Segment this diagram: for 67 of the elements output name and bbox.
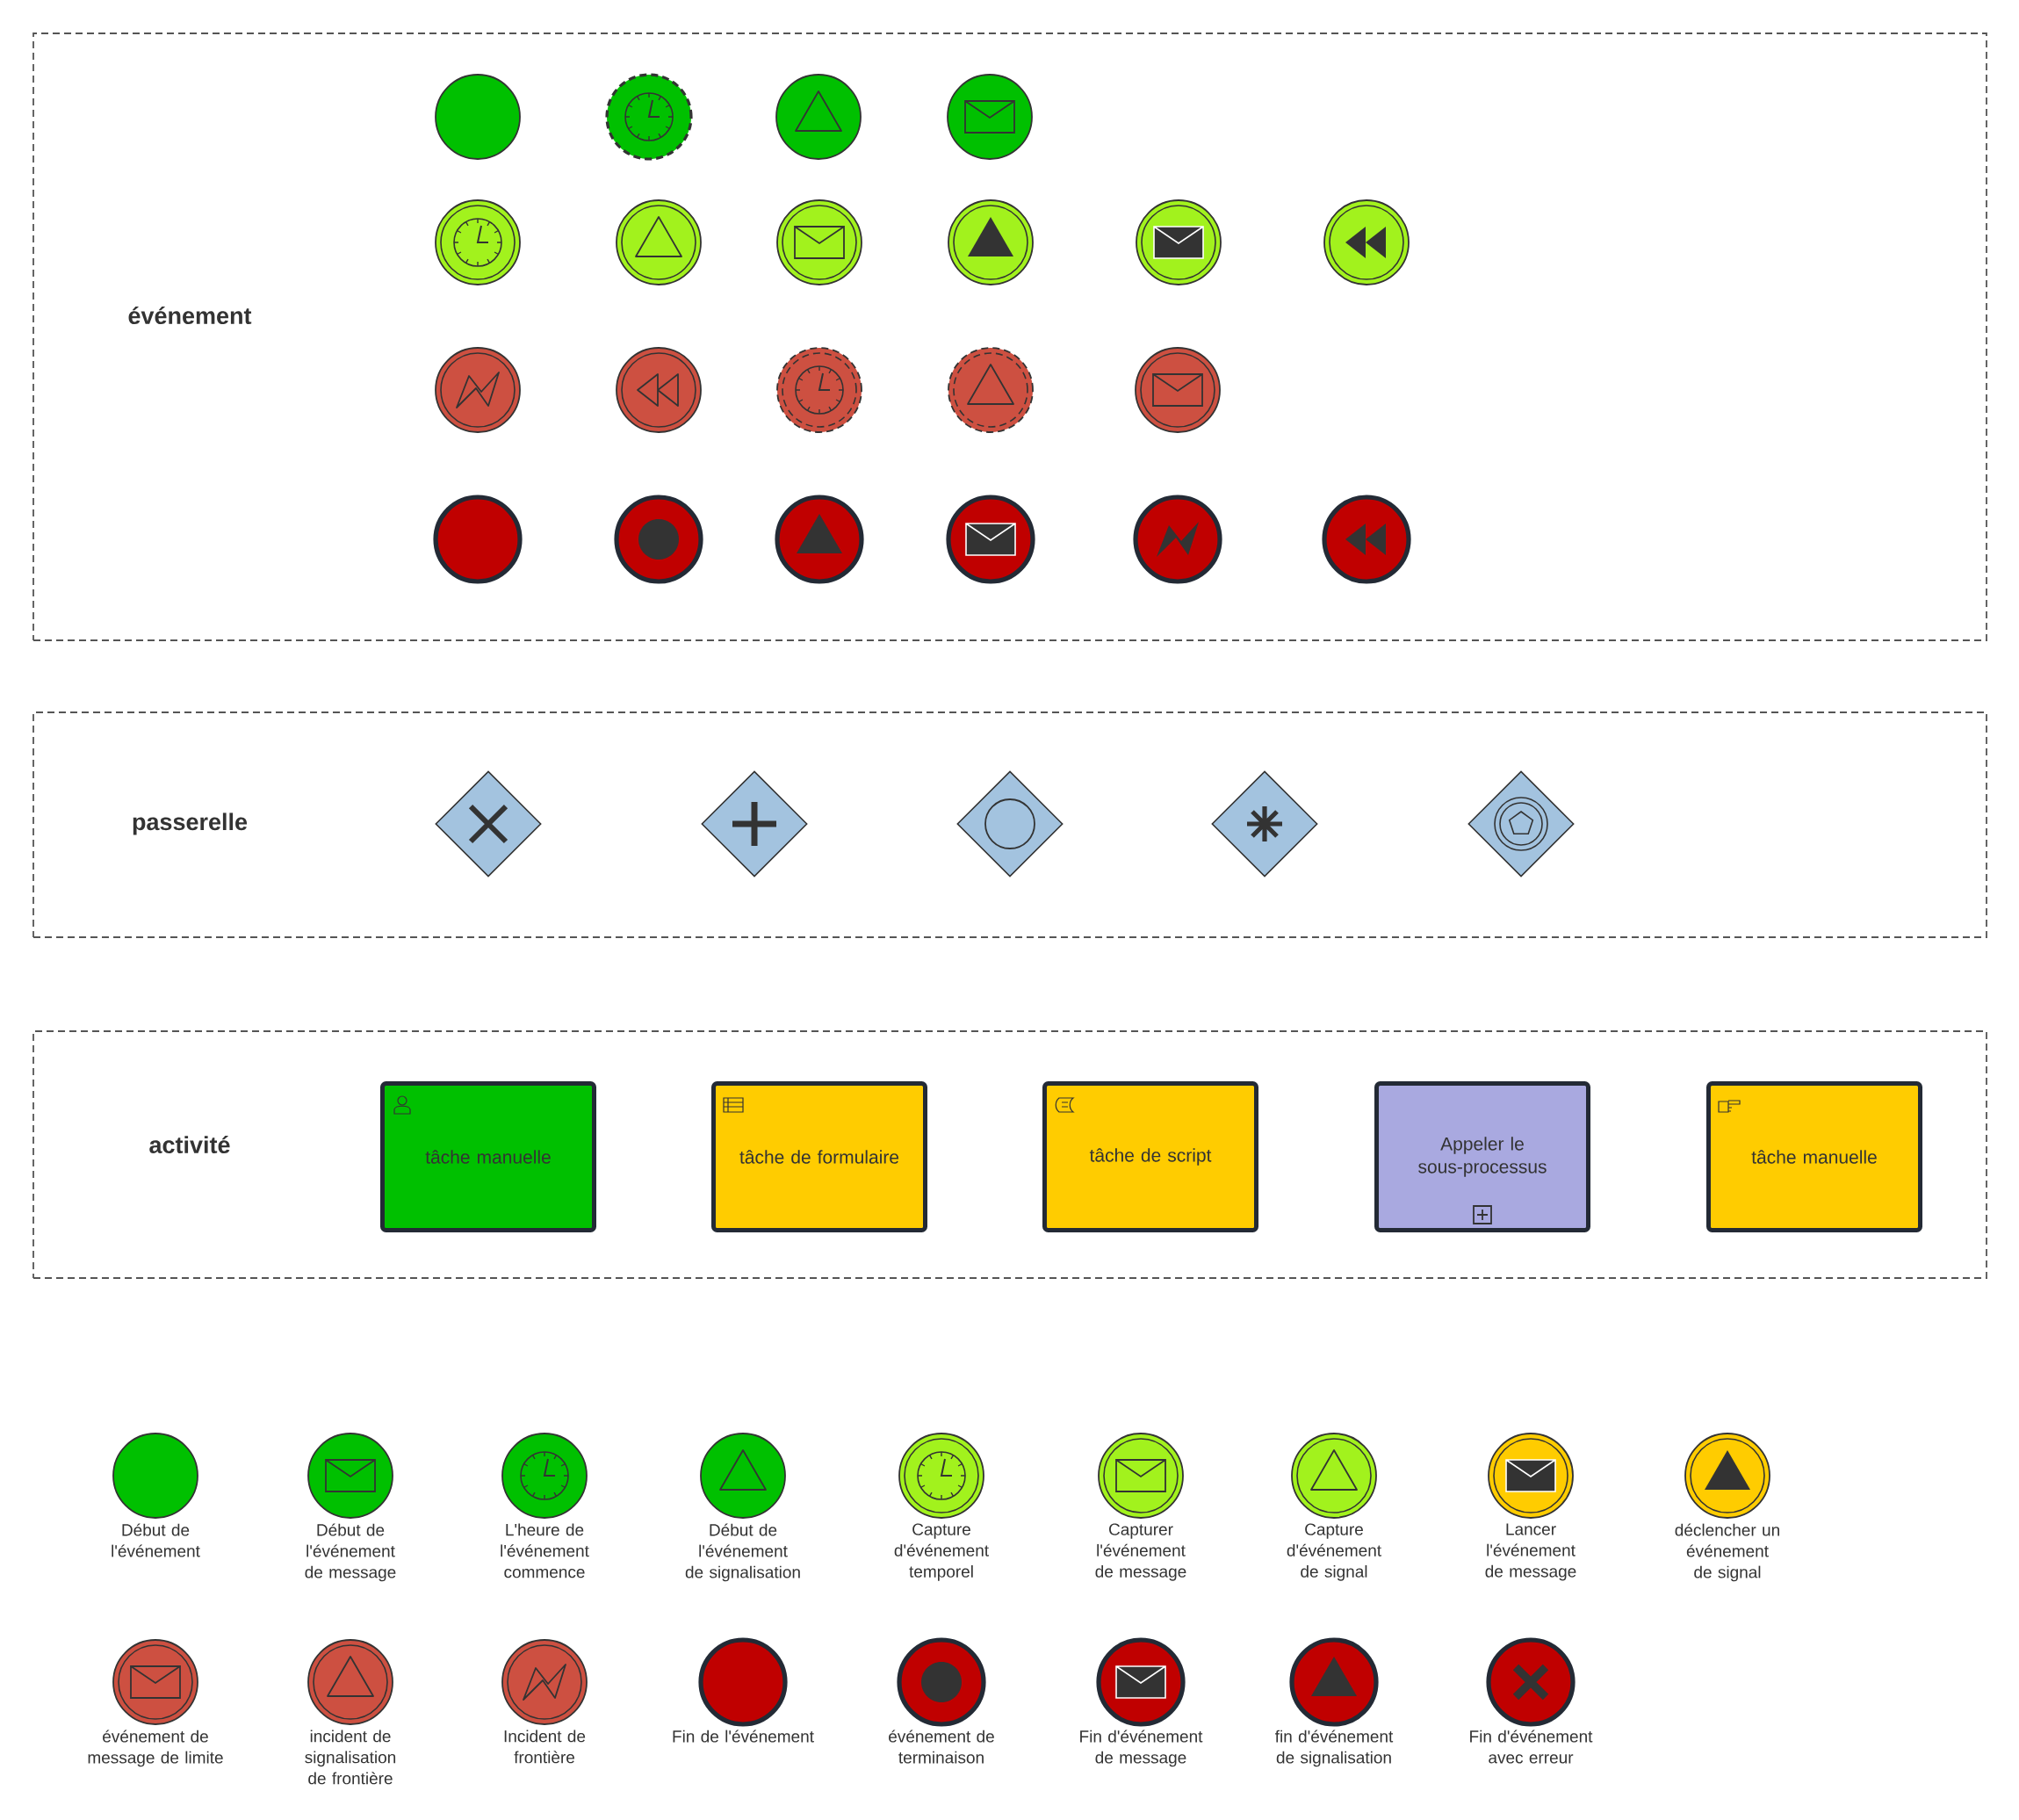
event-caption: Incident de frontière [504,1730,586,1764]
zigzag-event-circle [501,1639,588,1725]
task-box: Appeler le sous-processus [1374,1081,1590,1232]
event-caption: L'heure de l'événement commence [501,1523,589,1578]
asterisk-gateway-diamond [1211,770,1318,878]
dot-event-circle [897,1637,986,1727]
clock-event-circle [435,199,521,285]
zigzag-event-circle [1133,495,1222,584]
event-circle [435,74,521,160]
triangle-event-circle [775,74,862,160]
event-caption: déclencher un événement de signal [1675,1523,1779,1582]
zigzag-event-circle [435,347,521,433]
envelope-event-circle [1136,199,1222,285]
envelope-event-circle [1488,1433,1574,1519]
clock-event-circle [605,73,693,161]
clock-event-circle [776,347,862,433]
event-caption: Début de l'événement de message [305,1523,396,1582]
event-caption: Capture d'événement temporel [894,1523,989,1581]
triangle-event-circle [948,347,1034,433]
event-caption: événement de terminaison [889,1730,994,1764]
envelope-event-circle [1098,1433,1184,1519]
event-caption: événement de message de limite [88,1730,223,1767]
event-circle [698,1637,788,1727]
triangle-event-circle [948,199,1034,285]
task-box: tâche de script [1042,1081,1258,1232]
envelope-event-circle [1135,347,1221,433]
envelope-event-circle [112,1639,198,1725]
section-box: passerelle [32,711,1987,938]
task-box: tâche manuelle [380,1081,596,1232]
triangle-event-circle [1289,1637,1379,1727]
event-circle [112,1433,198,1519]
triangle-event-circle [1684,1433,1770,1519]
rewind-event-circle [616,347,702,433]
clock-event-circle [898,1433,984,1519]
triangle-event-circle [700,1433,786,1519]
cross-gateway-diamond [435,770,542,878]
event-caption: Fin de l'événement [673,1730,814,1743]
event-caption: Fin d'événement avec erreur [1470,1730,1593,1764]
triangle-event-circle [616,199,702,285]
rewind-event-circle [1323,199,1410,285]
plus-gateway-diamond [701,770,808,878]
envelope-event-circle [946,495,1035,584]
circle-gateway-diamond [956,770,1064,878]
event-caption: Capturer l'événement de message [1095,1523,1186,1581]
rewind-event-circle [1322,495,1411,584]
dot-event-circle [614,495,703,584]
event-caption: Début de l'événement [112,1523,200,1557]
event-caption: Fin d'événement de message [1080,1730,1203,1767]
triangle-event-circle [307,1639,393,1725]
task-box: tâche de formulaire [711,1081,927,1232]
task-box: tâche manuelle [1706,1081,1922,1232]
event-caption: Lancer l'événement de message [1485,1523,1576,1581]
event-caption: Capture d'événement de signal [1287,1523,1381,1581]
event-caption: Début de l'événement de signalisation [685,1523,800,1582]
event-circle [433,495,523,584]
envelope-event-circle [307,1433,393,1519]
triangle-event-circle [775,495,864,584]
event-caption: incident de signalisation de frontière [305,1730,396,1785]
envelope-event-circle [776,199,862,285]
triangle-event-circle [1291,1433,1377,1519]
clock-event-circle [501,1433,588,1519]
envelope-event-circle [1096,1637,1186,1727]
envelope-event-circle [947,74,1033,160]
event-caption: fin d'événement de signalisation [1275,1730,1394,1767]
section-box: événement [32,32,1987,641]
pentagon-gateway-diamond [1467,770,1575,878]
cross-event-circle [1486,1637,1576,1727]
